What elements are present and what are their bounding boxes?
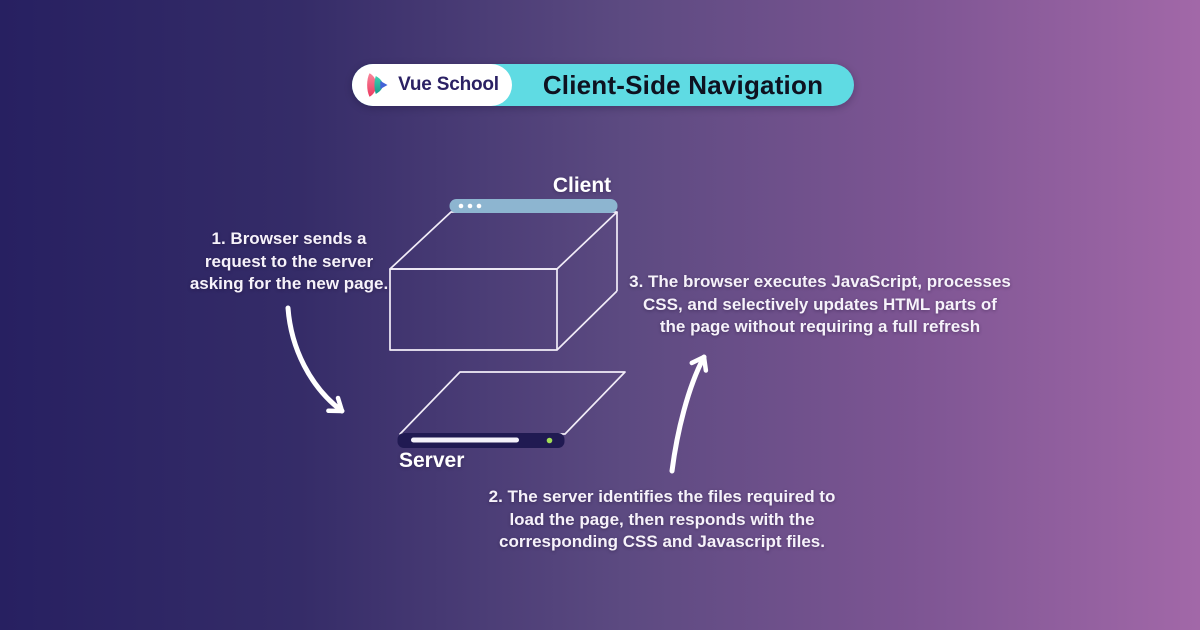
step-3-text: 3. The browser executes JavaScript, proc… [620,271,1020,339]
step-line: CSS, and selectively updates HTML parts … [643,294,997,314]
client-box-wireframe [389,211,618,351]
step-line: 2. The server identifies the files requi… [488,487,836,506]
step-1-text: 1. Browser sends a request to the server… [179,228,399,296]
header-badge: Vue School Client-Side Navigation [352,64,854,106]
step-line: corresponding CSS and Javascript files. [499,532,825,551]
brand-pill: Vue School [352,64,512,106]
step-line: asking for the new page. [189,274,389,293]
step-line: request to the server [204,251,374,271]
step-line: load the page, then responds with the [509,509,815,529]
step-2-text: 2. The server identifies the files requi… [462,486,862,554]
step-line: the page without requiring a full refres… [659,317,981,336]
step-line: 1. Browser sends a [211,229,367,248]
server-label: Server [399,449,465,472]
browser-window-dots-icon [458,203,482,209]
step-line: 3. The browser executes JavaScript, proc… [629,272,1011,291]
server-led-icon [546,437,553,444]
server-top-face [399,371,626,435]
client-box-top-face [389,211,618,270]
curved-arrow-down-right-icon [285,305,345,414]
page-title: Client-Side Navigation [542,69,824,100]
client-label: Client [552,174,612,197]
curved-arrow-up-icon [669,354,709,474]
brand-name: Vue School [398,74,499,95]
browser-titlebar [449,199,618,213]
server-drive-slot [411,437,519,443]
server-wireframe [397,371,626,448]
vue-school-logo-icon [367,73,388,97]
client-box-front-face [389,268,558,351]
client-box-right-bottom-edge [556,290,618,351]
